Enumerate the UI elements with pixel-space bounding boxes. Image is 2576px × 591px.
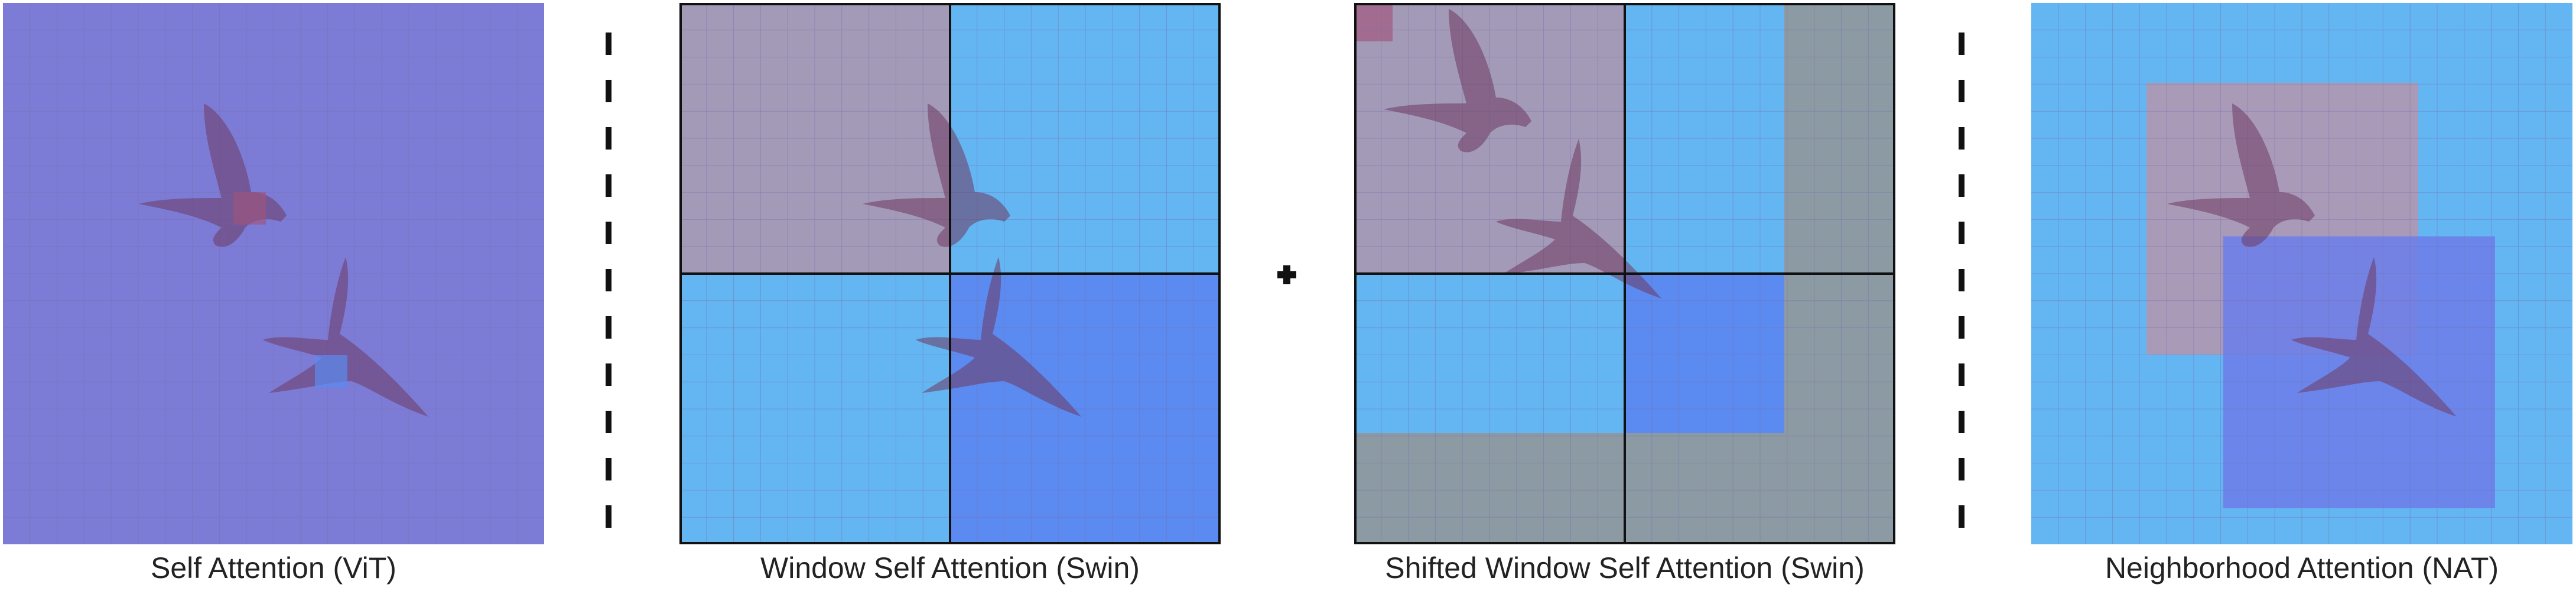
shifted-window-map [1354,3,1895,544]
shifted-corner-token [1354,3,1393,41]
window-top-right [950,3,1221,274]
eagle-top-icon [2167,103,2315,247]
panel-window-self-attention [679,3,1221,544]
caption-window-self-attention: Window Self Attention (Swin) [760,551,1140,584]
window-top-left [679,3,950,274]
token-grid [3,3,544,544]
eagle-top-icon [1384,9,1531,152]
global-attention-region [3,3,544,544]
shifted-window-bottom-right [1625,274,1784,433]
eagle-bottom-icon [2291,257,2457,417]
shifted-window-top-right [1625,3,1784,274]
caption-shifted-window-self-attention: Shifted Window Self Attention (Swin) [1385,551,1865,584]
shifted-window-bottom-left [1354,274,1625,433]
eagle-bottom-icon [916,257,1081,417]
panel-border [679,3,1221,544]
separator-dashed-line-1 [606,33,612,529]
panel-self-attention-vit [3,3,544,544]
separator-plus-icon [1277,265,1296,284]
query-token-1 [233,192,266,225]
caption-self-attention: Self Attention (ViT) [151,551,396,584]
bird-silhouettes [1384,9,1661,298]
eagle-bottom-icon [1496,139,1661,298]
panel-neighborhood-attention [2031,3,2572,544]
token-grid [2031,3,2572,544]
caption-neighborhood-attention: Neighborhood Attention (NAT) [2105,551,2499,584]
separator-dashed-line-2 [1959,33,1964,529]
swin-window-map [679,3,1221,544]
panel-shifted-window-self-attention [1354,3,1895,544]
eagle-bottom-icon [263,257,428,417]
eagle-top-icon [863,103,1010,247]
panel-border [1354,3,1895,544]
window-bottom-left [679,274,950,544]
bird-silhouettes [863,103,1081,417]
nat-attention-map [2031,3,2572,544]
bird-silhouettes [2167,103,2457,417]
vit-attention-map [3,3,544,544]
query-token-2 [315,355,347,388]
